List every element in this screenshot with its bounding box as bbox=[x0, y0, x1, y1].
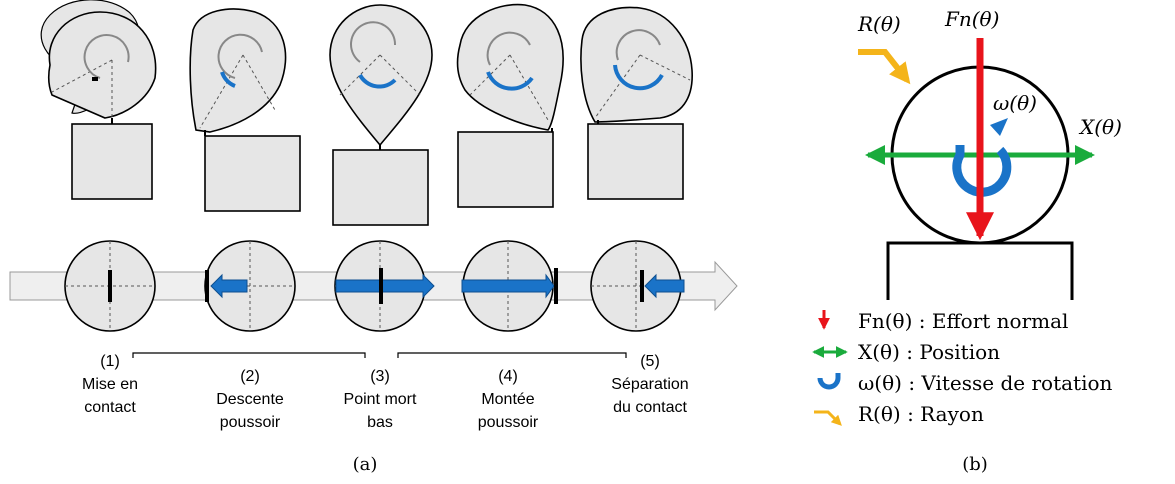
label-radius: R(θ) bbox=[857, 12, 901, 36]
pushers bbox=[71, 123, 684, 226]
step-4-line1: Montée bbox=[481, 391, 534, 408]
pusher-outline bbox=[886, 241, 1074, 300]
legend-item-force: Fn(θ) : Effort normal bbox=[818, 309, 1068, 333]
phase-brackets bbox=[132, 352, 627, 358]
step-1-num: (1) bbox=[100, 353, 120, 370]
step-5-line2: du contact bbox=[613, 399, 687, 416]
step-3-num: (3) bbox=[370, 368, 390, 385]
contact-circle-4 bbox=[461, 240, 558, 332]
step-1-line2: contact bbox=[84, 399, 136, 416]
legend-radius-text: R(θ) : Rayon bbox=[858, 402, 984, 426]
legend-force-text: Fn(θ) : Effort normal bbox=[858, 309, 1068, 333]
cam-5 bbox=[580, 6, 693, 126]
step-2-line1: Descente bbox=[216, 391, 284, 408]
contact-circles bbox=[64, 240, 685, 332]
pusher-2 bbox=[204, 135, 301, 212]
legend-item-position: X(θ) : Position bbox=[812, 340, 1000, 364]
step-5-line1: Séparation bbox=[611, 376, 688, 393]
pusher-4 bbox=[457, 131, 554, 208]
contact-circle-5 bbox=[590, 240, 685, 332]
panel-b-diagram bbox=[858, 38, 1095, 300]
contact-circle-2 bbox=[204, 240, 296, 332]
label-omega: ω(θ) bbox=[993, 91, 1037, 115]
label-force: Fn(θ) bbox=[944, 7, 999, 31]
pusher-3 bbox=[332, 149, 429, 226]
step-3-line1: Point mort bbox=[344, 391, 417, 408]
step-4-num: (4) bbox=[498, 368, 518, 385]
caption-b: (b) bbox=[962, 454, 988, 475]
label-position: X(θ) bbox=[1078, 115, 1122, 139]
legend-item-radius: R(θ) : Rayon bbox=[814, 402, 984, 426]
cam-row bbox=[40, 0, 693, 151]
contact-circle-3 bbox=[334, 240, 435, 332]
cam-1 bbox=[40, 0, 157, 124]
contact-circle-1 bbox=[64, 240, 156, 332]
cam-2 bbox=[189, 8, 287, 136]
step-labels: (1) Mise en contact (2) Descente poussoi… bbox=[82, 353, 689, 431]
blue-rotation-icon bbox=[817, 373, 841, 390]
legend-item-rotation: ω(θ) : Vitesse de rotation bbox=[817, 371, 1113, 395]
cam-4 bbox=[456, 3, 564, 134]
step-2-num: (2) bbox=[240, 368, 260, 385]
cam-3 bbox=[329, 4, 433, 151]
caption-a: (a) bbox=[353, 454, 378, 475]
pusher-5 bbox=[587, 123, 684, 200]
radius-arrow bbox=[858, 49, 911, 85]
step-3-line2: bas bbox=[367, 414, 393, 431]
step-5-num: (5) bbox=[640, 353, 660, 370]
legend-rotation-text: ω(θ) : Vitesse de rotation bbox=[858, 371, 1113, 395]
step-1-line1: Mise en bbox=[82, 376, 138, 393]
legend-position-text: X(θ) : Position bbox=[858, 340, 1000, 364]
step-2-line2: poussoir bbox=[220, 414, 281, 431]
legend: Fn(θ) : Effort normal X(θ) : Position ω(… bbox=[812, 309, 1113, 426]
step-4-line2: poussoir bbox=[478, 414, 539, 431]
yellow-bent-arrow-icon bbox=[814, 410, 842, 426]
pusher-1 bbox=[71, 123, 153, 200]
